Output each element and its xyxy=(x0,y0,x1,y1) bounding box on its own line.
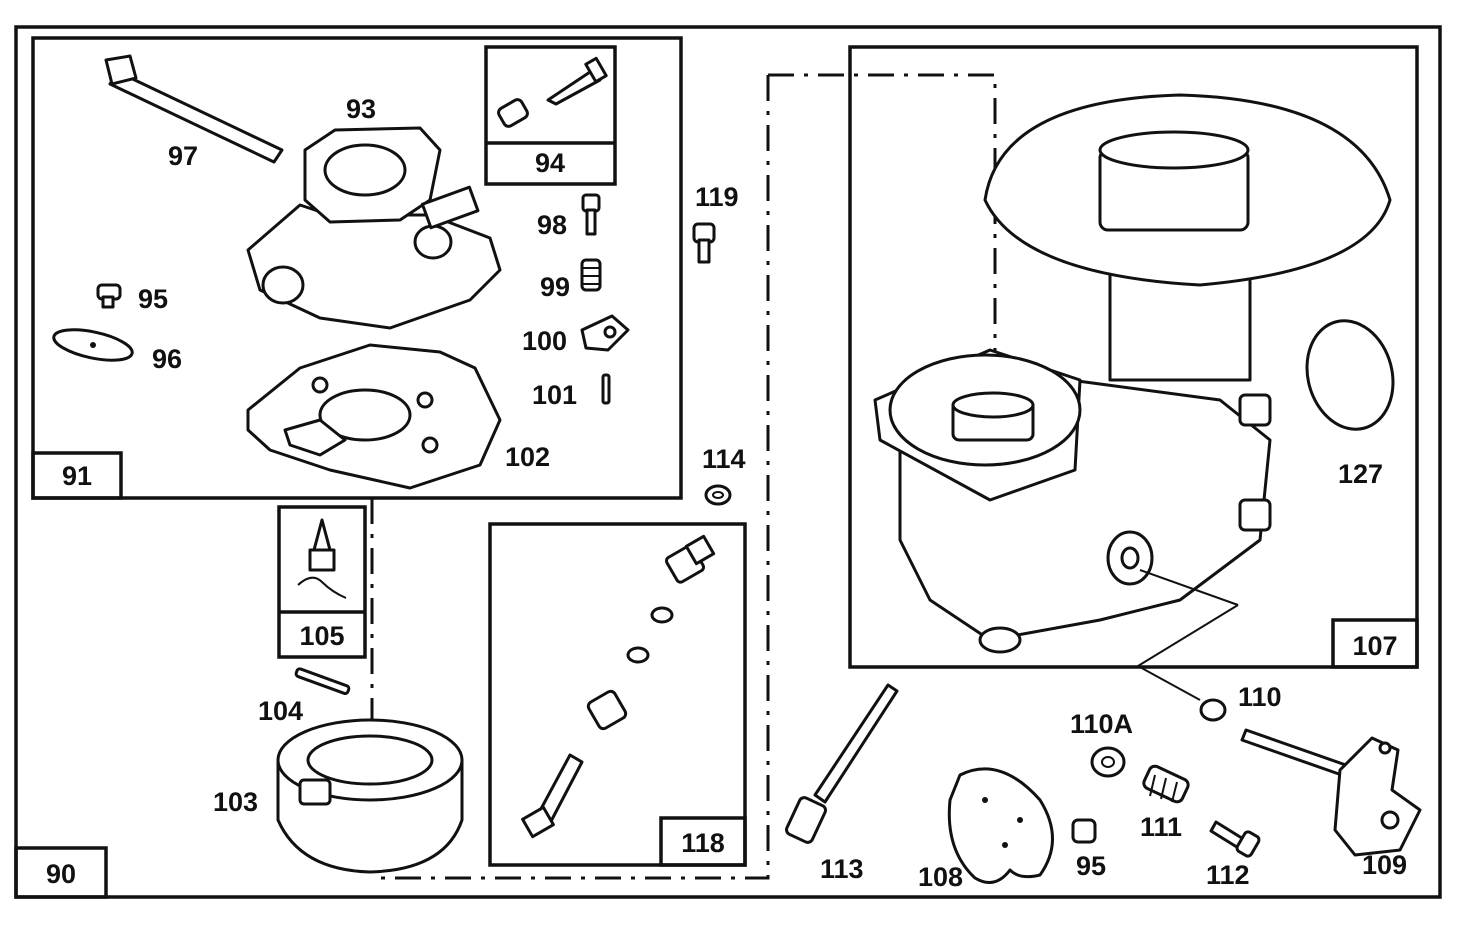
part-119-screw xyxy=(692,222,716,264)
callout-93: 93 xyxy=(346,94,376,124)
callout-102: 102 xyxy=(505,442,550,472)
callout-105: 105 xyxy=(299,621,344,651)
part-105-inlet-needle-kit xyxy=(297,518,347,599)
kit-105-frame xyxy=(277,505,367,659)
part-110A-washer xyxy=(1090,746,1126,778)
part-99-spring xyxy=(580,258,602,292)
part-93-upper-body xyxy=(246,126,502,330)
callout-94: 94 xyxy=(535,148,565,178)
callout-109: 109 xyxy=(1362,850,1407,880)
part-107-carburetor-body xyxy=(873,93,1392,654)
part-94-needle-kit xyxy=(497,56,608,128)
part-101-pin xyxy=(601,373,611,405)
assembly-91-frame xyxy=(31,36,683,500)
callout-119: 119 xyxy=(695,182,739,212)
callout-111: 111 xyxy=(1140,812,1182,842)
callout-90: 90 xyxy=(46,859,76,889)
kit-94-frame xyxy=(484,45,617,186)
callout-127: 127 xyxy=(1338,459,1383,489)
part-110-washer xyxy=(1199,698,1227,722)
part-113-needle-valve xyxy=(785,683,899,844)
callout-113: 113 xyxy=(820,854,864,884)
callout-107: 107 xyxy=(1352,631,1397,661)
part-114-washer xyxy=(704,484,732,506)
part-98-screw xyxy=(581,193,601,236)
callout-110: 110 xyxy=(1238,682,1282,712)
callout-112: 112 xyxy=(1206,860,1250,890)
callout-114: 114 xyxy=(702,444,746,474)
callout-95-upper: 95 xyxy=(138,284,168,314)
part-97-choke-shaft xyxy=(104,54,284,164)
callout-98: 98 xyxy=(537,210,567,240)
assembly-107-frame xyxy=(848,45,1419,669)
callout-97: 97 xyxy=(168,141,198,171)
callout-96: 96 xyxy=(152,344,182,374)
kit-118-frame xyxy=(488,522,747,867)
callout-103: 103 xyxy=(213,787,258,817)
callout-95-lower: 95 xyxy=(1076,851,1106,881)
part-102-gasket xyxy=(246,343,502,490)
callout-108: 108 xyxy=(918,862,963,892)
assembly-90-frame xyxy=(14,25,1442,899)
part-96-disc xyxy=(52,328,134,362)
part-103-float xyxy=(276,718,464,874)
part-111-spring xyxy=(1142,764,1190,804)
part-109-throttle-shaft xyxy=(1240,728,1422,857)
part-104-pin xyxy=(294,667,351,695)
callout-100: 100 xyxy=(522,326,567,356)
callout-110A: 110A xyxy=(1070,709,1133,739)
part-108-plate xyxy=(947,767,1054,884)
part-100-lever xyxy=(580,314,630,352)
part-95-screw xyxy=(96,283,122,309)
callout-91: 91 xyxy=(62,461,92,491)
part-118-adjustment-kit xyxy=(521,534,716,839)
part-95-screw-lower xyxy=(1071,818,1097,844)
callout-101: 101 xyxy=(532,380,577,410)
callout-104: 104 xyxy=(258,696,303,726)
part-127-seal xyxy=(1305,319,1395,431)
callout-118: 118 xyxy=(681,828,725,858)
callout-99: 99 xyxy=(540,272,570,302)
part-112-screw xyxy=(1209,820,1261,858)
